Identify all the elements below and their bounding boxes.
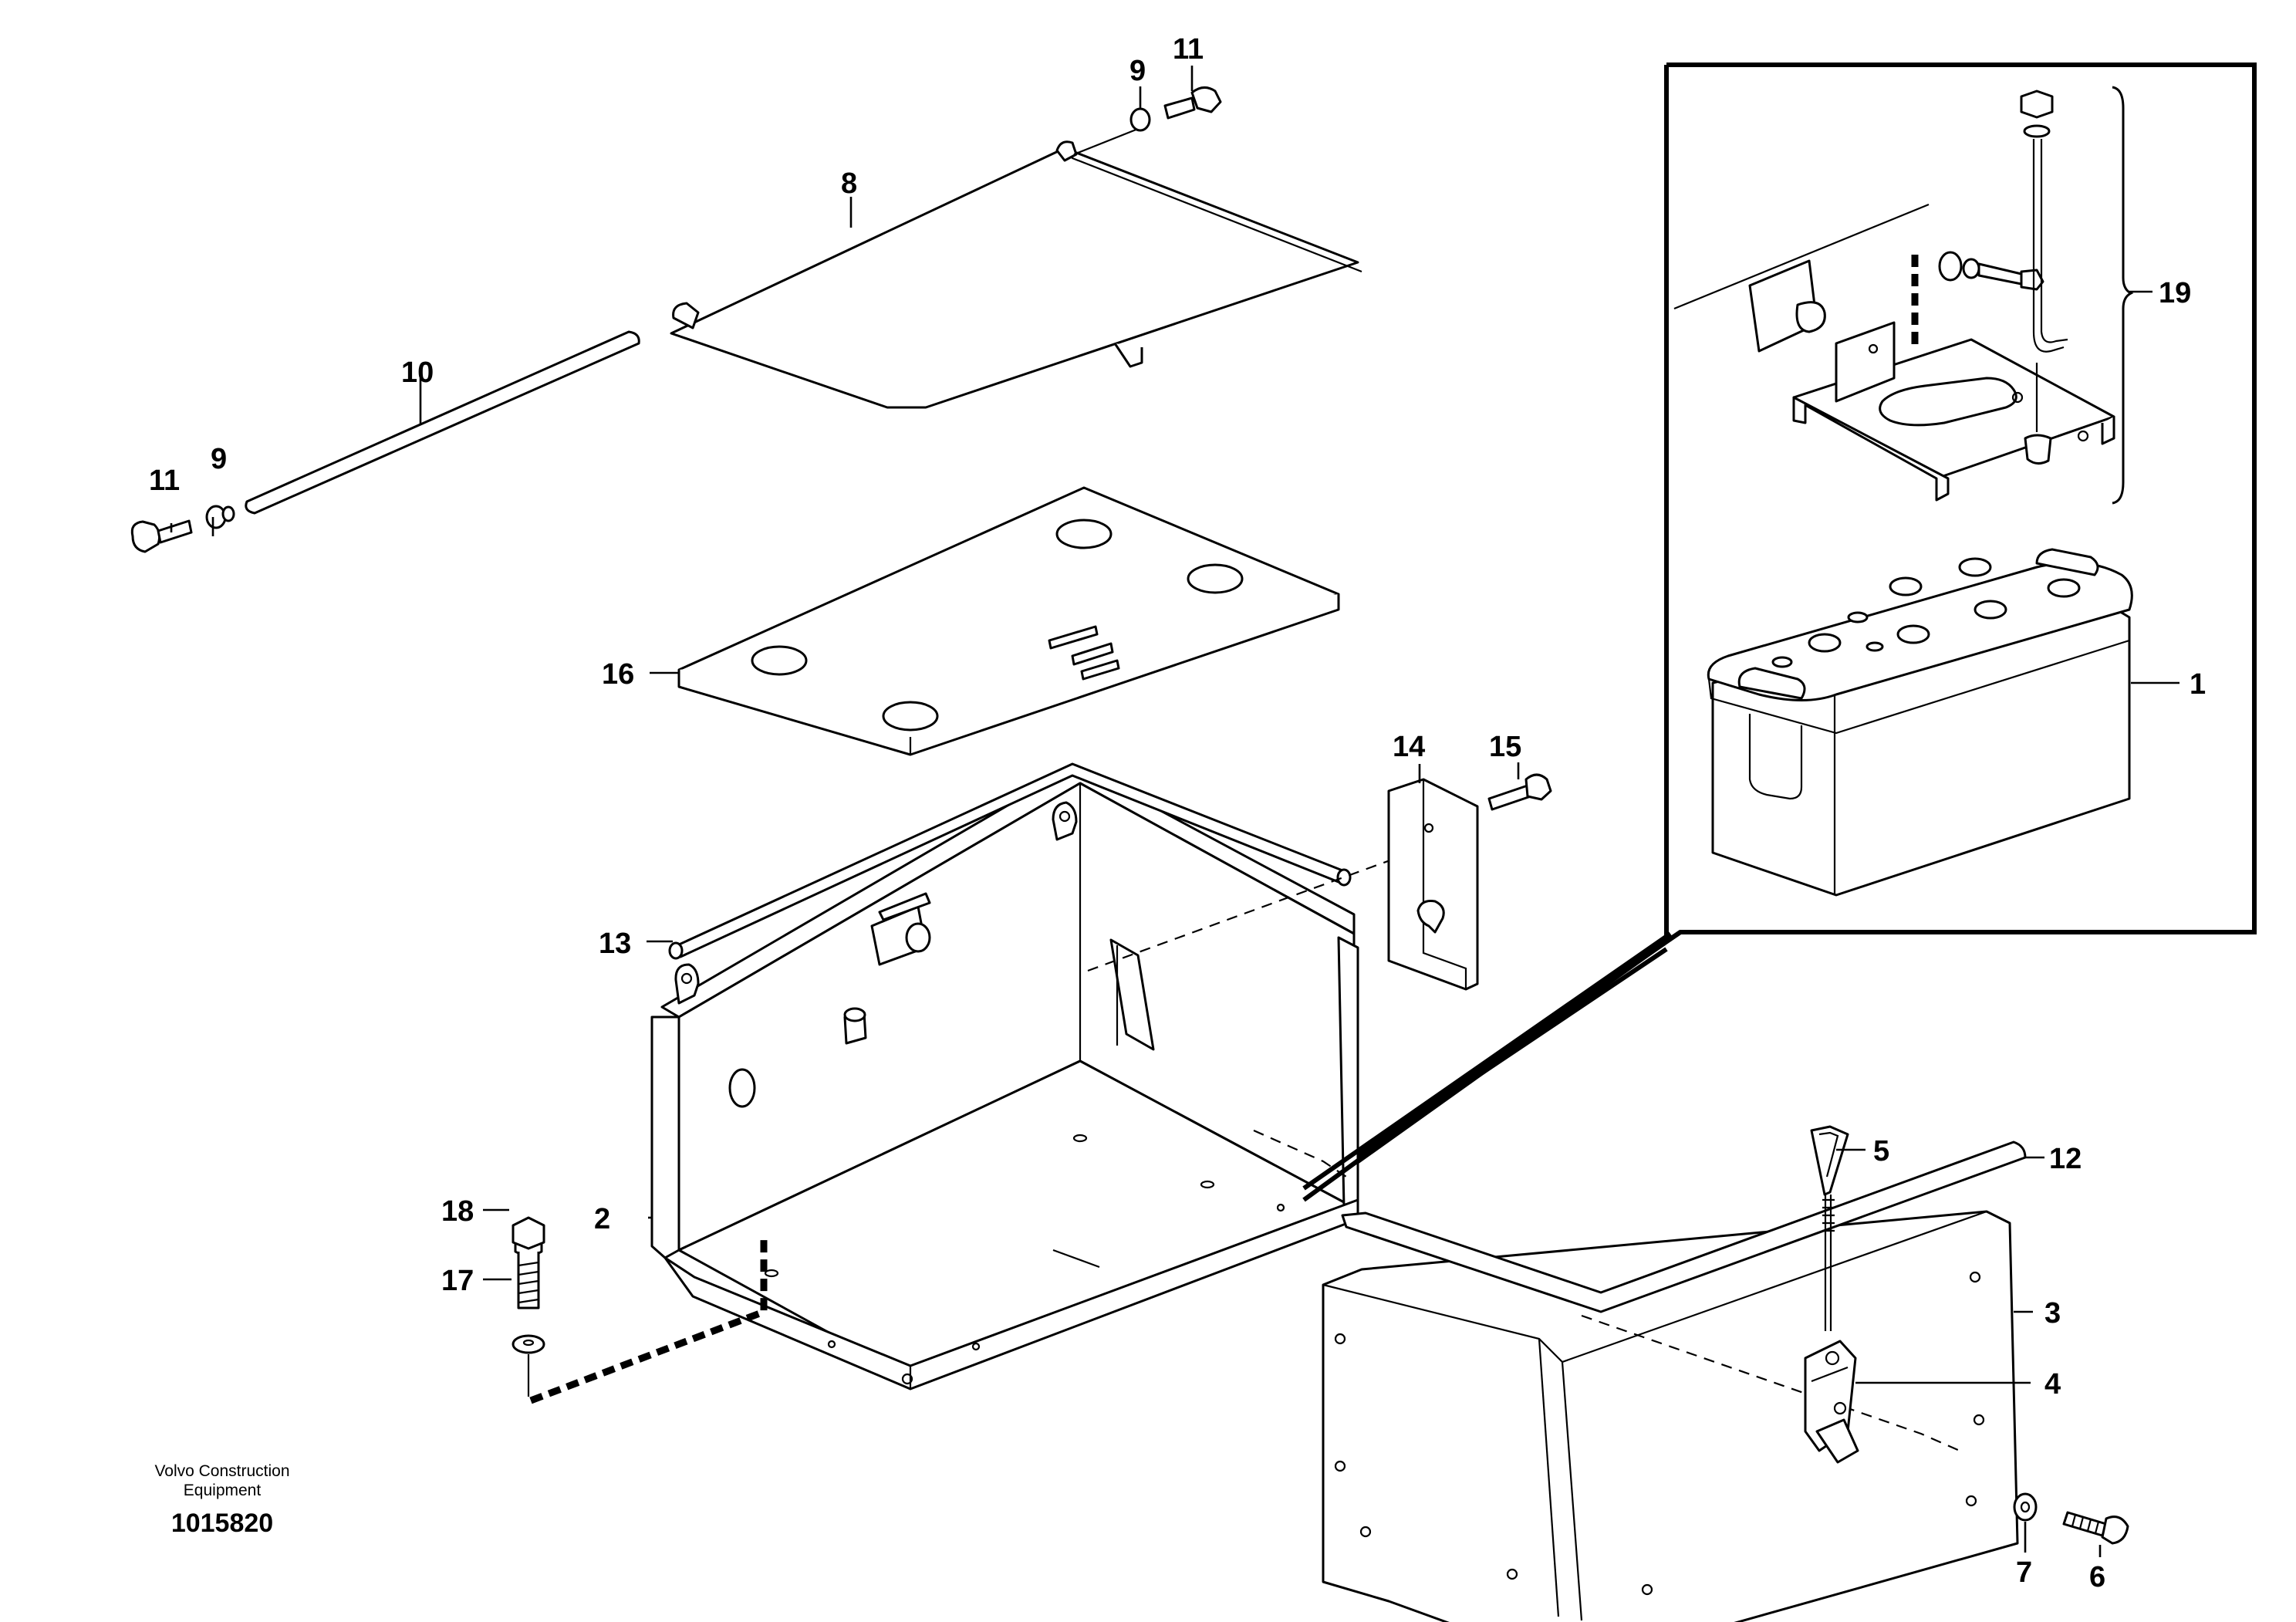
cover-washer [2013, 1492, 2038, 1522]
floor-bolt-path [529, 1238, 768, 1404]
battery [1707, 548, 2133, 897]
pull-handle [1810, 1125, 1849, 1331]
callout-12: 12 [2049, 1143, 2082, 1175]
alignment-line-14 [1087, 840, 1443, 972]
battery-bracket [1792, 321, 2115, 502]
battery-box [650, 764, 1359, 1391]
group-brace [2112, 86, 2134, 505]
callout-5: 5 [1873, 1135, 1889, 1168]
leader-lines [170, 66, 2180, 1557]
battery-mat [677, 486, 1340, 756]
floor-bolt [512, 1216, 545, 1309]
hinge-rod [245, 126, 1143, 515]
alignment-line-box [1253, 1129, 1347, 1178]
callout-1: 1 [2190, 668, 2206, 701]
callout-9-lower: 9 [211, 443, 227, 475]
wall-edge [1673, 203, 1930, 310]
floor-washer [512, 1334, 545, 1354]
detail-inset [1299, 63, 2257, 1202]
credit-block: Volvo Construction Equipment 1015820 [154, 1462, 289, 1538]
callout-9-upper: 9 [1129, 55, 1146, 87]
mounting-plate [1387, 778, 1479, 991]
callout-labels: 1 2 3 4 5 6 7 8 9 9 10 11 11 12 13 14 15… [149, 33, 2206, 1593]
top-edge-trim [668, 762, 1352, 960]
inset-leader [1302, 931, 1672, 1202]
hinged-lid [670, 140, 1362, 409]
bracket-bolt [1938, 251, 2044, 291]
callout-15: 15 [1489, 731, 1521, 763]
callout-3: 3 [2044, 1297, 2061, 1330]
callout-7: 7 [2016, 1556, 2032, 1589]
callout-6: 6 [2089, 1561, 2105, 1593]
callout-16: 16 [602, 658, 634, 691]
plate-bolt [1487, 773, 1552, 811]
alignment-line-cover [1581, 1314, 1960, 1452]
rod-bolt-right [1129, 86, 1222, 132]
callout-13: 13 [599, 928, 631, 960]
document-number: 1015820 [171, 1509, 273, 1538]
cover-bolt [2062, 1511, 2129, 1545]
credit-line-2: Equipment [184, 1482, 262, 1499]
callout-4: 4 [2044, 1368, 2061, 1401]
callout-19: 19 [2159, 277, 2191, 309]
callout-11-lower: 11 [149, 465, 180, 497]
wall-clamp [1748, 259, 1826, 353]
rod-bolt-left [130, 505, 235, 553]
callout-17: 17 [441, 1265, 474, 1297]
credit-line-1: Volvo Construction [154, 1462, 289, 1480]
callout-10: 10 [401, 357, 434, 389]
cover-seal [1341, 1140, 2027, 1313]
callout-14: 14 [1393, 731, 1425, 763]
callout-11-upper: 11 [1173, 33, 1204, 66]
callout-8: 8 [841, 167, 857, 200]
hold-down-rod [2020, 90, 2068, 465]
battery-cover [1322, 1210, 2019, 1622]
latch [1804, 1340, 1859, 1464]
callout-18: 18 [441, 1195, 474, 1228]
callout-2: 2 [594, 1203, 610, 1235]
battery-caps [1771, 557, 2081, 668]
